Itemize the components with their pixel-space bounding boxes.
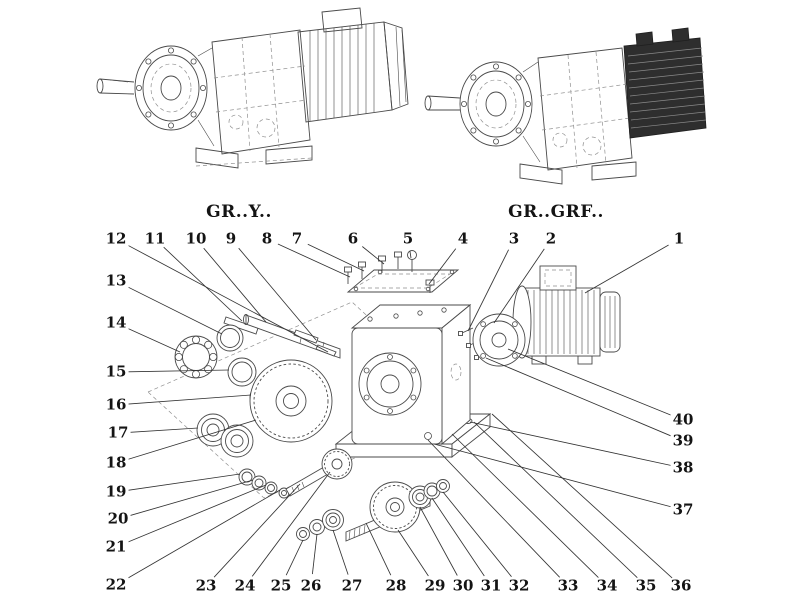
dark-motor-block: [623, 27, 707, 139]
gearbox-body: [211, 29, 311, 155]
gr-grf-assembled-drawing: [424, 27, 707, 185]
motor-flange: [472, 313, 526, 367]
leader-line-37: [433, 443, 672, 508]
input-shaft-parts: [174, 314, 341, 458]
leader-line-9: [238, 247, 317, 341]
leader-line-17: [129, 427, 199, 433]
leader-line-7: [307, 243, 365, 272]
leader-line-35: [473, 421, 638, 579]
leader-line-10: [203, 247, 267, 323]
leader-line-23: [213, 483, 301, 578]
leader-line-19: [127, 473, 241, 491]
leader-line-20: [129, 479, 254, 517]
output-shaft: [96, 78, 135, 95]
leader-lines: [126, 243, 673, 580]
motor: [499, 265, 621, 365]
top-cover: [346, 269, 460, 293]
leader-line-38: [469, 421, 672, 466]
large-gear: [249, 359, 333, 443]
shaft-key: [293, 329, 319, 344]
leader-line-22: [126, 489, 281, 580]
leader-line-2: [493, 248, 545, 324]
leader-line-16: [127, 394, 252, 405]
leader-line-29: [397, 529, 429, 577]
leader-line-33: [427, 439, 561, 578]
leader-line-40: [507, 348, 673, 416]
gearbox-housing: [334, 304, 492, 458]
leader-line-11: [163, 246, 243, 322]
leader-line-8: [277, 243, 351, 278]
washer: [296, 527, 310, 541]
label-gr-grf: GR..GRF..: [508, 202, 604, 222]
leader-line-13: [126, 286, 223, 335]
leader-line-25: [285, 539, 304, 576]
input-bore-boss: [358, 352, 422, 416]
eye-bolt: [407, 250, 417, 272]
exploded-view-drawing: [126, 243, 673, 580]
leader-line-26: [311, 533, 318, 575]
washer: [264, 481, 278, 495]
leader-line-30: [419, 506, 458, 576]
gearbox-body: [537, 47, 633, 171]
leader-line-3: [467, 249, 509, 332]
gr-y-assembled-drawing: [96, 7, 409, 169]
input-bearings: [196, 413, 254, 458]
bearing-cage: [174, 335, 218, 379]
retaining-ring: [436, 479, 450, 493]
cover-bolts: [344, 250, 435, 293]
leader-line-24: [251, 471, 331, 577]
leader-line-5: [409, 250, 412, 259]
leader-line-36: [491, 413, 673, 579]
input-flange-face: [459, 61, 541, 163]
input-flange-face: [134, 45, 215, 147]
leader-line-27: [332, 529, 349, 575]
leader-line-18: [127, 419, 257, 460]
leader-line-21: [126, 484, 267, 543]
leader-line-31: [431, 497, 485, 577]
leader-line-15: [127, 369, 230, 373]
drain-plug: [424, 432, 432, 440]
terminal-box: [539, 265, 577, 291]
output-shaft-parts: [296, 479, 450, 542]
leader-line-1: [584, 244, 669, 294]
leader-line-6: [362, 246, 385, 265]
leader-line-4: [428, 248, 457, 285]
mounting-feet: [195, 145, 313, 169]
leader-line-32: [442, 491, 512, 577]
intermediate-gear: [321, 448, 353, 480]
leader-line-39: [485, 357, 673, 437]
pinion-parts: [238, 448, 353, 499]
leader-line-28: [365, 522, 392, 576]
label-gr-y: GR..Y..: [206, 202, 272, 222]
output-shaft: [424, 95, 461, 111]
leader-line-14: [126, 327, 181, 353]
pinion-shaft: [285, 466, 329, 497]
leader-line-12: [126, 244, 329, 353]
mounting-feet: [519, 161, 637, 185]
leader-line-34: [451, 433, 599, 578]
motor: [297, 7, 409, 123]
